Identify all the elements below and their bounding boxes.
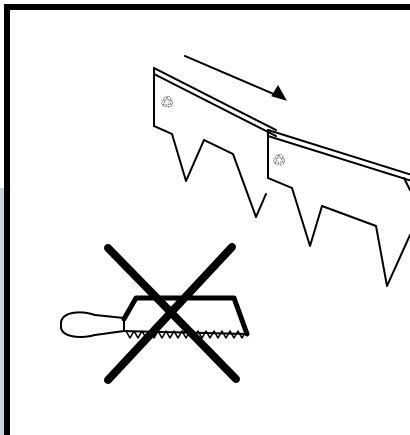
recycle-icon: ♲ — [160, 95, 174, 112]
prohibited-x-icon — [104, 243, 240, 384]
strip-2-spikes — [267, 177, 410, 287]
strip-1-top-edge-a — [153, 67, 277, 131]
strip-1-spikes — [153, 125, 267, 218]
strip-1-top-edge-b — [153, 73, 277, 137]
edging-strip-2: ♲ — [267, 129, 410, 287]
strip-2-right-end — [403, 177, 410, 191]
hacksaw-handle — [60, 311, 125, 338]
arrow-head — [271, 85, 288, 101]
strip-2-top-edge-b — [267, 135, 410, 182]
arrow-shaft — [184, 55, 277, 96]
recycle-icon: ♲ — [272, 153, 286, 170]
edging-strip-1: ♲ — [153, 67, 277, 218]
arrow-right-icon — [184, 55, 288, 101]
prohibited-x-stroke-2 — [104, 243, 236, 384]
strip-2-top-edge-a — [267, 129, 410, 176]
frame-border — [4, 4, 410, 435]
